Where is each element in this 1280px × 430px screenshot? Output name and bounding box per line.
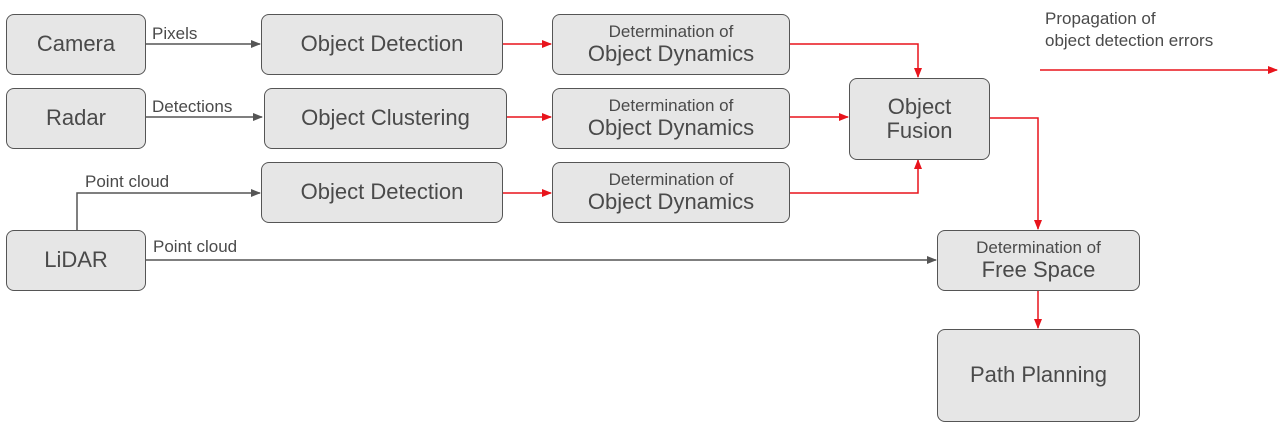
object-dynamics-node-3: Determination of Object Dynamics	[552, 162, 790, 223]
edge-label-pixels: Pixels	[152, 24, 198, 43]
lidar-label: LiDAR	[44, 247, 108, 273]
edge-label-point-cloud-2: Point cloud	[153, 237, 238, 256]
radar-label: Radar	[46, 105, 106, 131]
object-dynamics-line1-1: Determination of	[608, 22, 734, 42]
object-dynamics-line2-3: Object Dynamics	[587, 188, 755, 214]
arrow-dynamics1-to-fusion	[790, 43, 922, 78]
object-dynamics-line2-2: Object Dynamics	[587, 114, 755, 140]
legend: Propagation of object detection errors	[1045, 8, 1213, 52]
object-dynamics-line1-2: Determination of	[608, 96, 734, 116]
object-clustering-label: Object Clustering	[301, 105, 470, 131]
camera-node: Camera	[6, 14, 146, 75]
free-space-line2: Free Space	[981, 256, 1096, 282]
object-dynamics-node-1: Determination of Object Dynamics	[552, 14, 790, 75]
object-detection-label-1: Object Detection	[300, 31, 464, 57]
object-dynamics-node-2: Determination of Object Dynamics	[552, 88, 790, 149]
arrow-lidar-to-detection	[76, 189, 261, 230]
object-dynamics-line1-3: Determination of	[608, 170, 734, 190]
object-fusion-line2: Fusion	[886, 118, 953, 143]
legend-line2: object detection errors	[1045, 31, 1214, 51]
object-fusion-node: Object Fusion	[849, 78, 990, 160]
edge-label-detections: Detections	[152, 97, 233, 116]
object-detection-node-2: Object Detection	[261, 162, 503, 223]
legend-line1: Propagation of	[1045, 9, 1156, 28]
lidar-node: LiDAR	[6, 230, 146, 291]
object-fusion-line1: Object	[887, 93, 952, 119]
arrow-fusion-to-free-space	[990, 117, 1042, 230]
edge-label-point-cloud-1: Point cloud	[85, 172, 170, 191]
free-space-node: Determination of Free Space	[937, 230, 1140, 291]
path-planning-node: Path Planning	[937, 329, 1140, 422]
path-planning-label: Path Planning	[970, 362, 1107, 388]
object-detection-label-2: Object Detection	[300, 179, 464, 205]
free-space-line1: Determination of	[976, 238, 1101, 258]
radar-node: Radar	[6, 88, 146, 149]
object-clustering-node: Object Clustering	[264, 88, 507, 149]
arrow-dynamics3-to-fusion	[790, 159, 922, 194]
object-detection-node-1: Object Detection	[261, 14, 503, 75]
camera-label: Camera	[36, 31, 116, 57]
object-dynamics-line2-1: Object Dynamics	[587, 40, 755, 66]
